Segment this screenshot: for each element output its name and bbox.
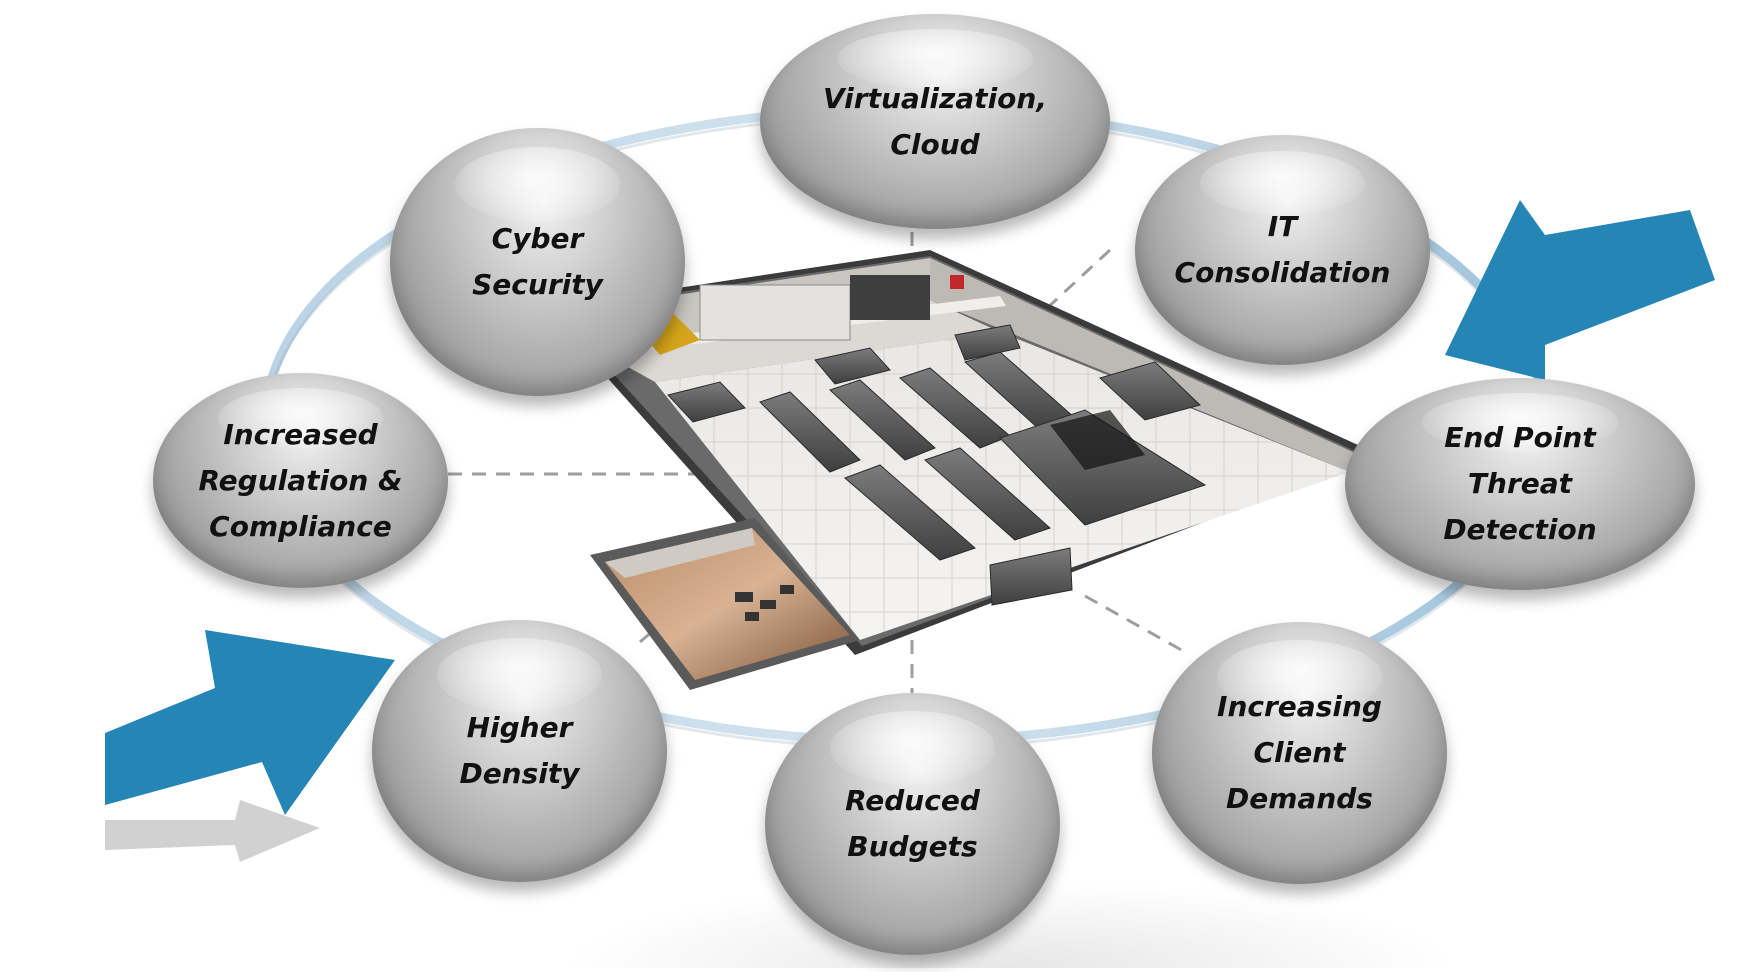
node-label-line: Cloud (890, 127, 980, 161)
node-label-line: Client (1253, 736, 1346, 769)
node-label: Higher Density (459, 705, 579, 797)
node-label: Reduced Budgets (845, 778, 980, 870)
node-label-line: Increased (223, 417, 378, 451)
arrow-lower-left-shadow (105, 800, 320, 862)
node-end-point-threat-detection: End Point Threat Detection (1345, 378, 1695, 590)
node-label-line: Regulation & (198, 463, 403, 497)
datacenter-illustration (545, 250, 1380, 690)
node-it-consolidation: IT Consolidation (1135, 135, 1430, 365)
node-label: Cyber Security (472, 216, 603, 308)
node-highlight (1216, 640, 1383, 714)
node-cyber-security: Cyber Security (390, 128, 685, 396)
node-reduced-budgets: Reduced Budgets (765, 693, 1060, 955)
node-virtualization: Virtualization, Cloud (760, 14, 1110, 229)
node-label-line: Cyber (491, 222, 584, 255)
node-label-line: Density (459, 757, 580, 790)
node-highlight (837, 29, 1033, 90)
node-highlight (217, 388, 384, 449)
node-label-line: Detection (1443, 513, 1597, 546)
node-label-line: Security (472, 268, 603, 301)
node-label: End Point Threat Detection (1443, 415, 1596, 553)
node-highlight (829, 711, 996, 785)
node-label-line: End Point (1444, 421, 1596, 454)
node-label-line: Budgets (847, 830, 978, 863)
node-highlight (1422, 392, 1618, 453)
node-label-line: Virtualization, (823, 81, 1047, 115)
node-increased-regulation: Increased Regulation & Compliance (153, 373, 448, 588)
node-label-line: Reduced (845, 784, 980, 817)
node-highlight (436, 638, 603, 712)
node-label: Increasing Client Demands (1217, 684, 1382, 822)
arrow-upper-right (1445, 200, 1715, 380)
node-label: Virtualization, Cloud (823, 76, 1047, 168)
node-label-line: Threat (1467, 467, 1573, 500)
node-label-line: Compliance (209, 509, 392, 543)
node-highlight (1199, 151, 1366, 216)
node-label: Increased Regulation & Compliance (199, 412, 403, 550)
arrow-lower-left (105, 630, 395, 815)
node-increasing-client-demands: Increasing Client Demands (1152, 622, 1447, 884)
node-label: IT Consolidation (1175, 204, 1391, 296)
node-label-line: Increasing (1217, 690, 1382, 723)
node-label-line: Consolidation (1174, 256, 1391, 289)
node-higher-density: Higher Density (372, 620, 667, 882)
node-label-line: Demands (1226, 782, 1373, 815)
node-highlight (454, 146, 621, 222)
node-label-line: IT (1267, 210, 1298, 243)
node-label-line: Higher (466, 711, 573, 744)
